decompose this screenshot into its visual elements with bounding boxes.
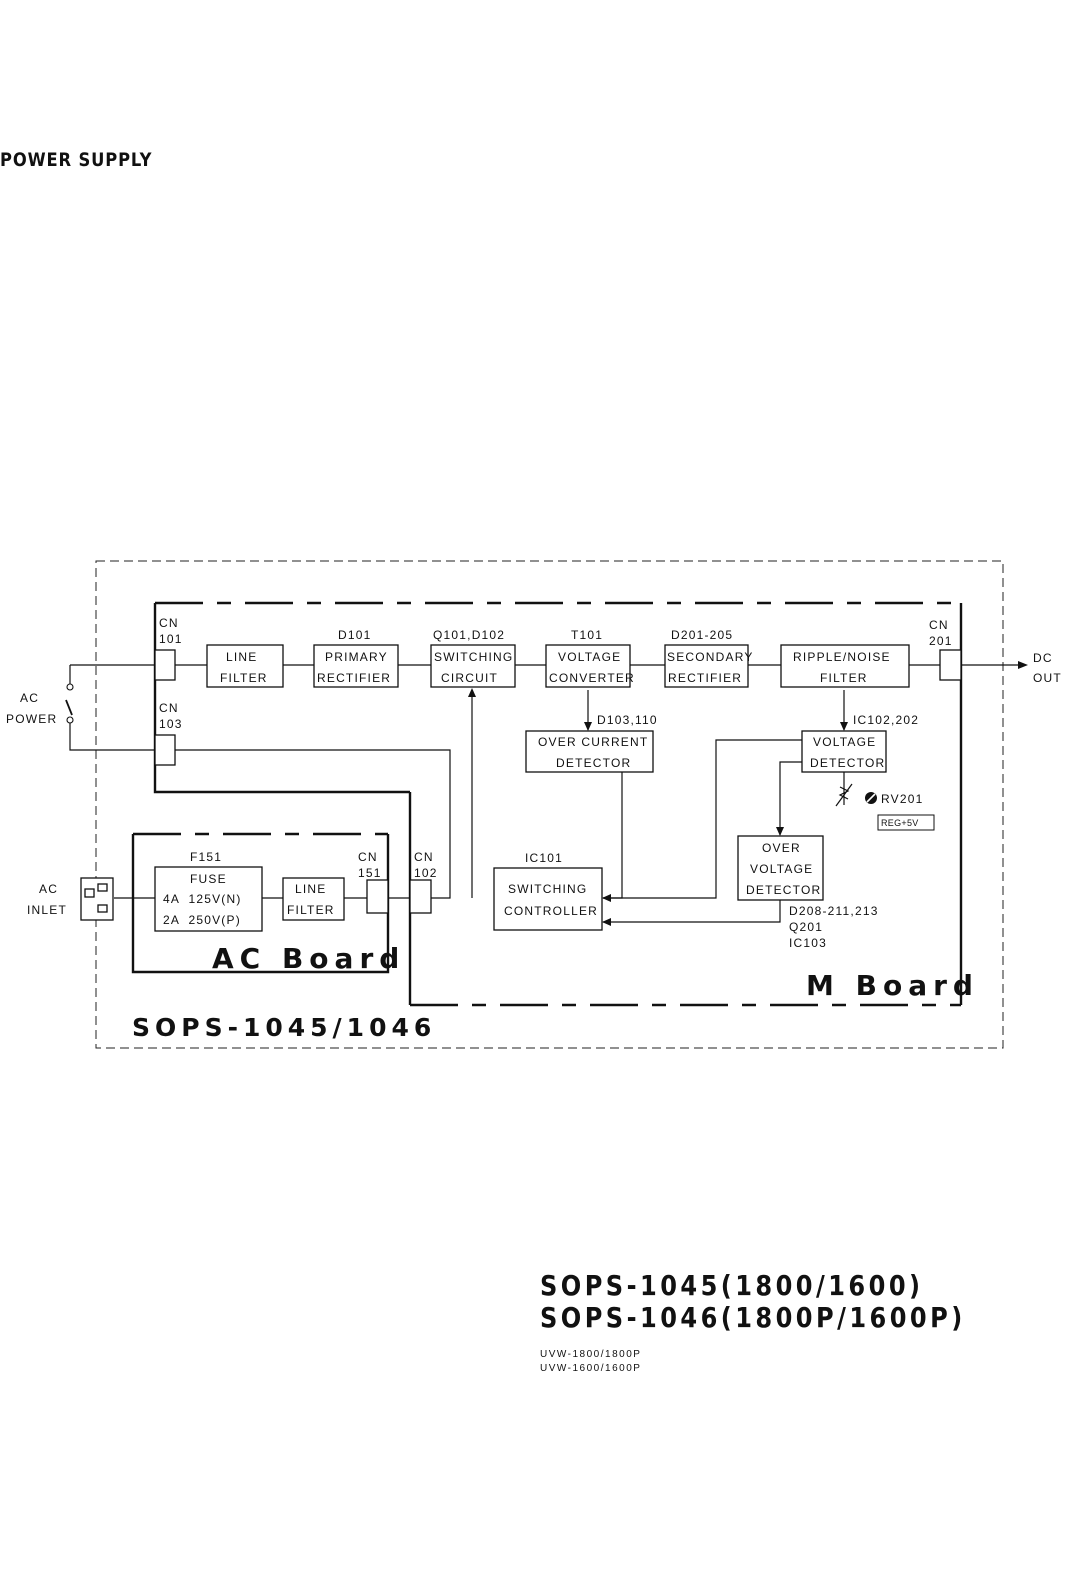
cn201-label-2: 201 [929, 634, 953, 648]
primary-rectifier-text-1: PRIMARY [325, 650, 388, 664]
diagram-labels: AC POWER AC INLET DC OUT CN 101 CN 103 C… [6, 616, 1062, 1042]
ref-ovd-2: Q201 [789, 920, 823, 934]
line-filter-ac-text-2: FILTER [287, 903, 335, 917]
over-current-detector-text-1: OVER CURRENT [538, 735, 648, 749]
switching-controller-text-1: SWITCHING [508, 882, 587, 896]
primary-rectifier-block [313, 644, 399, 688]
fuse-block [154, 866, 263, 932]
ref-f151: F151 [190, 850, 222, 864]
ac-power-switch-contact-top [66, 683, 74, 691]
sops-enclosure [95, 560, 1004, 1049]
ripple-noise-filter-text-2: FILTER [820, 671, 868, 685]
ripple-noise-filter-text-1: RIPPLE/NOISE [793, 650, 891, 664]
model-sub-1: UVW-1800/1800P [540, 1349, 642, 1360]
over-voltage-detector-text-2: VOLTAGE [750, 862, 813, 876]
over-voltage-detector-block [737, 835, 824, 901]
voltage-detector-text-1: VOLTAGE [813, 735, 876, 749]
switching-circuit-text-2: CIRCUIT [441, 671, 498, 685]
line-filter-m-text-1: LINE [226, 650, 257, 664]
ref-ovd-1: D208-211,213 [789, 904, 879, 918]
secondary-rectifier-text-1: SECONDARY [667, 650, 754, 664]
cn151-label-2: 151 [358, 866, 382, 880]
fuse-text-1: FUSE [190, 872, 227, 886]
line-filter-m-block [206, 644, 284, 688]
line-filter-ac-block [282, 877, 345, 921]
dc-out-label-2: OUT [1033, 671, 1062, 685]
ac-power-label-2: POWER [6, 712, 57, 726]
cn102-marker [409, 879, 432, 914]
ref-q101-d102: Q101,D102 [433, 628, 505, 642]
line-filter-m-text-2: FILTER [220, 671, 268, 685]
ac-inlet-icon [80, 877, 114, 921]
cn103-label-2: 103 [159, 717, 183, 731]
ac-board-label: AC Board [212, 942, 405, 975]
ref-d201-205: D201-205 [671, 628, 733, 642]
cn102-label-1: CN [414, 850, 434, 864]
arrowheads [468, 661, 1028, 926]
ref-ic102-202: IC102,202 [853, 713, 919, 727]
cn103-marker [154, 734, 176, 766]
voltage-converter-text-1: VOLTAGE [558, 650, 621, 664]
rv201-potentiometer-icon [835, 772, 877, 807]
switching-controller-block [493, 867, 603, 931]
sops-enclosure-label: SOPS-1045/1046 [132, 1013, 436, 1042]
switching-circuit-text-1: SWITCHING [434, 650, 513, 664]
ref-ovd-3: IC103 [789, 936, 827, 950]
reg-5v-frame [877, 814, 935, 831]
cn102-label-2: 102 [414, 866, 438, 880]
cn101-label-1: CN [159, 616, 179, 630]
ref-d103-110: D103,110 [597, 713, 658, 727]
line-filter-ac-text-1: LINE [295, 882, 326, 896]
voltage-converter-block [545, 644, 631, 688]
switching-controller-text-2: CONTROLLER [504, 904, 598, 918]
secondary-rectifier-block [664, 644, 749, 688]
ref-ic101: IC101 [525, 851, 563, 865]
ref-t101: T101 [571, 628, 603, 642]
page-title: POWER SUPPLY [0, 149, 153, 171]
ac-inlet-label-2: INLET [27, 903, 67, 917]
cn103-label-1: CN [159, 701, 179, 715]
voltage-converter-text-2: CONVERTER [549, 671, 635, 685]
model-line-1: SOPS-1045(1800/1600) [540, 1269, 924, 1302]
cn101-label-2: 101 [159, 632, 183, 646]
model-numbers: SOPS-1045(1800/1600) SOPS-1046(1800P/160… [540, 1270, 966, 1334]
ref-rv201: RV201 [881, 792, 923, 806]
cn151-marker [366, 879, 389, 914]
ripple-noise-filter-block [780, 644, 910, 688]
ref-d101: D101 [338, 628, 372, 642]
model-applicability: UVW-1800/1800P UVW-1600/1600P [540, 1348, 641, 1376]
primary-rectifier-text-2: RECTIFIER [317, 671, 391, 685]
power-supply-block-diagram: AC POWER AC INLET DC OUT CN 101 CN 103 C… [6, 560, 1062, 1049]
ref-reg-5v: REG+5V [881, 818, 919, 828]
cn151-label-1: CN [358, 850, 378, 864]
over-voltage-detector-text-1: OVER [762, 841, 801, 855]
model-sub-2: UVW-1600/1600P [540, 1363, 642, 1374]
ac-inlet-label-1: AC [39, 882, 58, 896]
cn101-marker [154, 649, 176, 681]
model-line-2: SOPS-1046(1800P/1600P) [540, 1301, 966, 1334]
switching-circuit-block [430, 644, 516, 688]
voltage-detector-text-2: DETECTOR [810, 756, 885, 770]
secondary-rectifier-text-2: RECTIFIER [668, 671, 742, 685]
fuse-text-3: 2A 250V(P) [163, 913, 241, 927]
over-voltage-detector-text-3: DETECTOR [746, 883, 821, 897]
over-current-detector-text-2: DETECTOR [556, 756, 631, 770]
over-current-detector-block [525, 730, 654, 773]
dc-out-label-1: DC [1033, 651, 1053, 665]
cn201-marker [939, 649, 962, 681]
ac-power-label-1: AC [20, 691, 39, 705]
fuse-text-2: 4A 125V(N) [163, 892, 242, 906]
ac-power-switch-contact-bottom [66, 716, 74, 724]
voltage-detector-block [801, 730, 887, 773]
cn201-label-1: CN [929, 618, 949, 632]
m-board-label: M Board [806, 969, 979, 1002]
